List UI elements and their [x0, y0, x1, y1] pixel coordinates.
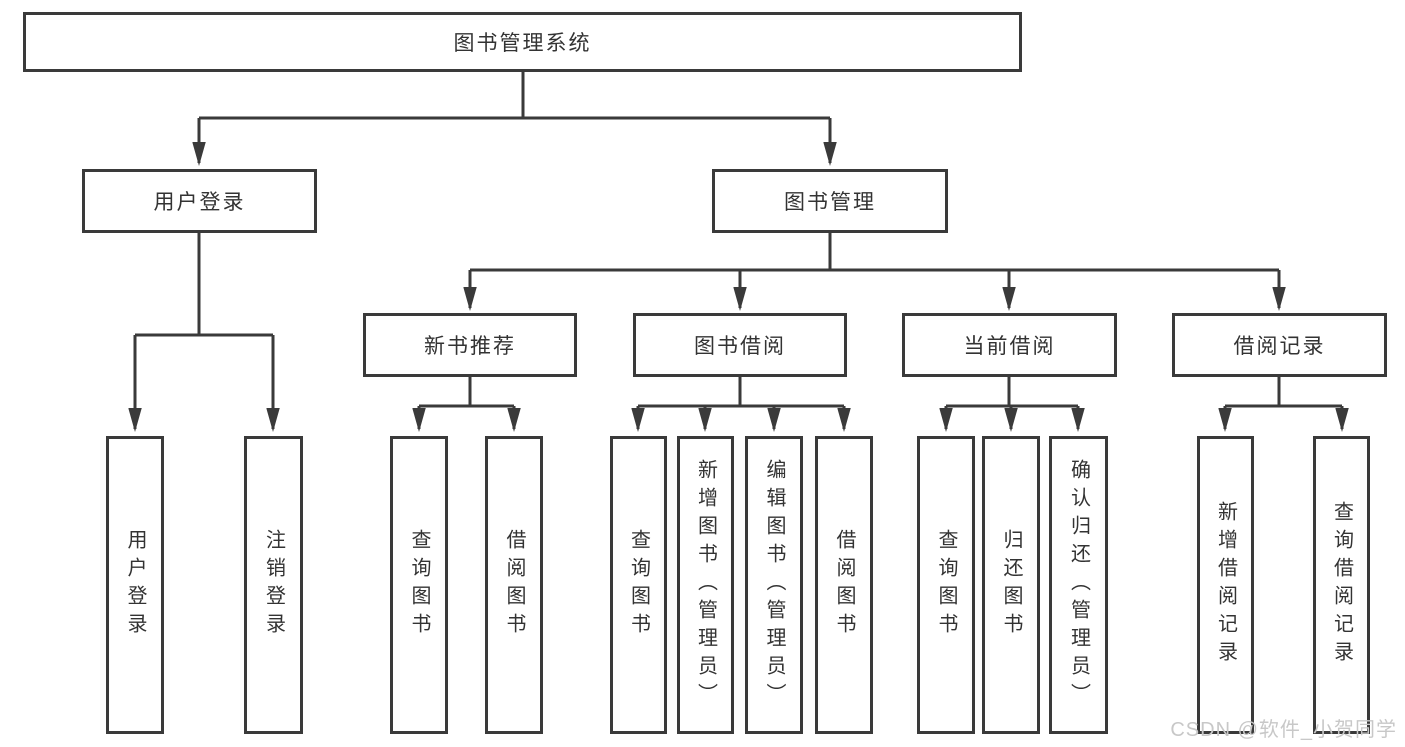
- node-leaf-nb-borrow-books-label: 借阅图书: [503, 529, 525, 641]
- node-root-label: 图书管理系统: [453, 32, 592, 55]
- node-leaf-cb-confirm-return-admin-label: 确认归还（管理员）: [1067, 459, 1090, 711]
- node-user-login: 用户登录: [82, 169, 317, 233]
- node-leaf-bb-add-books-admin-label: 新增图书（管理员）: [694, 459, 717, 711]
- node-leaf-bb-borrow-books-label: 借阅图书: [833, 529, 855, 641]
- node-leaf-bb-borrow-books: 借阅图书: [815, 436, 873, 734]
- node-leaf-br-add-record: 新增借阅记录: [1197, 436, 1254, 734]
- node-leaf-cb-return-books-label: 归还图书: [1000, 529, 1022, 641]
- csdn-watermark: CSDN @软件_小贺同学: [1170, 719, 1397, 741]
- node-leaf-bb-query-books-label: 查询图书: [627, 529, 650, 641]
- node-leaf-cb-return-books: 归还图书: [982, 436, 1040, 734]
- node-current-borrow-label: 当前借阅: [963, 335, 1056, 358]
- node-leaf-logout-label: 注销登录: [262, 529, 285, 641]
- node-leaf-bb-add-books-admin: 新增图书（管理员）: [677, 436, 734, 734]
- node-book-management-label: 图书管理: [784, 191, 876, 214]
- node-current-borrow: 当前借阅: [902, 313, 1117, 377]
- node-leaf-user-login: 用户登录: [106, 436, 164, 734]
- node-leaf-bb-query-books: 查询图书: [610, 436, 667, 734]
- node-leaf-br-query-record-label: 查询借阅记录: [1330, 501, 1353, 669]
- node-user-login-label: 用户登录: [153, 191, 246, 214]
- node-leaf-br-query-record: 查询借阅记录: [1313, 436, 1370, 734]
- node-borrow-records-label: 借阅记录: [1233, 335, 1326, 358]
- node-new-book-recommend-label: 新书推荐: [424, 335, 516, 358]
- node-book-borrow: 图书借阅: [633, 313, 847, 377]
- node-leaf-br-add-record-label: 新增借阅记录: [1214, 501, 1237, 669]
- node-root: 图书管理系统: [23, 12, 1022, 72]
- node-borrow-records: 借阅记录: [1172, 313, 1387, 377]
- node-leaf-nb-query-books-label: 查询图书: [408, 529, 430, 641]
- node-book-management: 图书管理: [712, 169, 948, 233]
- node-book-borrow-label: 图书借阅: [694, 335, 786, 358]
- node-leaf-cb-query-books-label: 查询图书: [935, 529, 957, 641]
- node-new-book-recommend: 新书推荐: [363, 313, 577, 377]
- node-leaf-bb-edit-books-admin: 编辑图书（管理员）: [745, 436, 803, 734]
- node-leaf-cb-confirm-return-admin: 确认归还（管理员）: [1049, 436, 1108, 734]
- node-leaf-nb-query-books: 查询图书: [390, 436, 448, 734]
- node-leaf-nb-borrow-books: 借阅图书: [485, 436, 543, 734]
- node-leaf-logout: 注销登录: [244, 436, 303, 734]
- node-leaf-user-login-label: 用户登录: [124, 529, 146, 641]
- node-leaf-bb-edit-books-admin-label: 编辑图书（管理员）: [763, 459, 785, 711]
- node-leaf-cb-query-books: 查询图书: [917, 436, 975, 734]
